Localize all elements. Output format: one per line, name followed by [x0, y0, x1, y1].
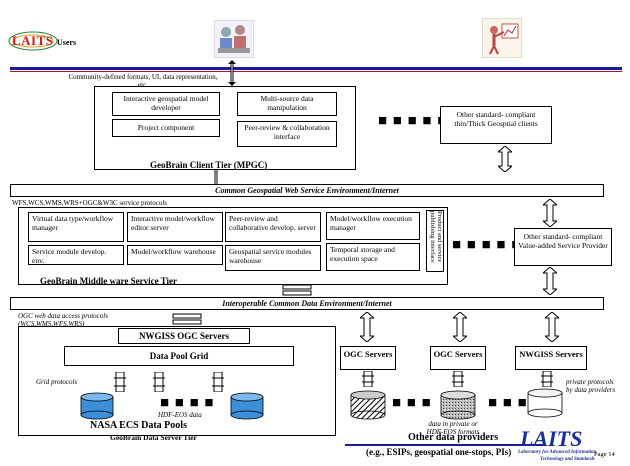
- mw-cell-peer-review: Peer-review and collaborative develop. s…: [225, 212, 321, 242]
- mw-cell-geo-modules: Geospatial service modules warehouse: [225, 245, 321, 271]
- ogc-servers-box-1: OGC Servers: [340, 346, 396, 370]
- provider-ellipsis: ■ ■ ■: [392, 395, 432, 411]
- logo-graphic: [8, 31, 58, 51]
- mw-cell-publishing: Product and service publishing interface: [426, 210, 444, 272]
- top-red-line: [10, 71, 622, 72]
- client-cell-multisource: Multi-source data manipulation: [237, 92, 337, 116]
- mw-cell-execution-manager: Model/workflow execution manager: [326, 212, 420, 240]
- client-cell-peer-review: Peer-review & collaboration interface: [237, 121, 337, 147]
- data-server-tier-title: GeoBrain Data Server Tier: [110, 433, 197, 442]
- other-value-added-box: Other standard- compliant Value-added Se…: [514, 228, 612, 266]
- grid-protocols-label: Grid protocols: [36, 378, 78, 386]
- mw-cell-service-env: Service module develop. env.: [28, 245, 124, 265]
- providers-examples-label: (e.g., ESIPs, geospatial one-stops, PIs): [366, 447, 512, 457]
- cgwse-bar: Common Geospatial Web Service Environmen…: [10, 184, 604, 197]
- nwgiss-servers-box: NWGISS Servers: [515, 346, 587, 370]
- presenter-clipart-icon: [481, 17, 523, 59]
- mw-cell-virtual-data: Virtual data type/workflow manager: [28, 212, 124, 242]
- provider-cylinder-1: [350, 390, 386, 420]
- other-providers-label: Other data providers: [408, 432, 499, 443]
- users-client-arrow: [228, 60, 236, 86]
- data-private-formats-label: data in private or HDF-EOS formats: [426, 420, 480, 436]
- data-pool-cylinder-1: [80, 392, 114, 420]
- middleware-ellipsis: ■ ■ ■ ■ ■: [452, 237, 522, 253]
- pool-ellipsis: ■ ■ ■ ■: [160, 395, 215, 411]
- private-protocols-label: private protocols by data providers: [566, 378, 616, 394]
- footer-brand: LAITS: [520, 426, 583, 451]
- community-formats-text: Community-defined formats, UI, data repr…: [68, 73, 218, 89]
- mw-cell-warehouse: Model/workflow warehouse: [127, 245, 223, 265]
- users-label: Users: [57, 38, 77, 47]
- client-bar-arrow: [212, 170, 220, 184]
- provider-cylinder-2: [440, 390, 476, 420]
- client-ellipsis: ■ ■ ■ ■ ■: [378, 113, 448, 129]
- data-pool-grid-box: Data Pool Grid: [64, 346, 294, 366]
- icde-bar: Interoperable Common Data Environment/In…: [10, 297, 604, 310]
- client-cell-project-component: Project component: [112, 119, 220, 137]
- provider-connector-1: [362, 370, 374, 388]
- middleware-bar-arrow: [282, 283, 312, 297]
- ogc-access-label: OGC web data access protocols (WCS,WMS,W…: [18, 312, 108, 328]
- grid-connector-1: [114, 371, 126, 393]
- mw-cell-model-editor: Interactive model/workflow editor server: [127, 212, 223, 242]
- data-server-arrow: [172, 312, 202, 326]
- value-added-down-arrow: [541, 266, 559, 296]
- users-clipart-icon: [213, 19, 255, 59]
- provider-ellipsis-2: ■ ■ ■: [488, 395, 528, 411]
- nasa-ecs-pools-label: NASA ECS Data Pools: [90, 420, 187, 431]
- client-tier-title: GeoBrain Client Tier (MPGC): [150, 160, 268, 170]
- value-added-up-arrow: [541, 198, 559, 228]
- wfs-protocols-label: WFS,WCS,WMS,WRS+OGC&W3C service protocol…: [12, 199, 168, 207]
- data-pool-cylinder-2: [230, 392, 264, 420]
- data-server-tier-box: [18, 326, 336, 436]
- publishing-vertical-text: Product and service publishing interface: [429, 211, 443, 263]
- footer-sub2: Technology and Standards: [540, 457, 595, 462]
- provider-connector-2: [452, 370, 464, 388]
- provider-arrow-2: [451, 311, 469, 343]
- client-cell-model-developer: Interactive geospatial model developer: [112, 92, 220, 116]
- grid-connector-2: [153, 371, 165, 393]
- hdf-eos-label: HDF-EOS data: [158, 411, 202, 419]
- grid-connector-3: [212, 371, 224, 393]
- other-client-arrow: [496, 145, 514, 173]
- other-clients-box: Other standard- compliant thin/Thick Geo…: [440, 106, 552, 144]
- middleware-title: GeoBrain Middle ware Service Tier: [40, 276, 177, 286]
- footer-sub1: Laboratory for Advanced Information: [518, 450, 597, 455]
- provider-arrow-3: [543, 311, 561, 343]
- provider-cylinder-3: [527, 388, 563, 418]
- mw-cell-temporal-storage: Temporal storage and execution space: [326, 243, 420, 271]
- ogc-servers-box-2: OGC Servers: [430, 346, 486, 370]
- provider-arrow-1: [358, 311, 376, 343]
- page-number: Page 14: [594, 451, 615, 458]
- provider-connector-3: [541, 370, 553, 388]
- laits-logo: LAITS: [8, 30, 58, 52]
- footer-line: [345, 444, 545, 446]
- logo-text: LAITS: [12, 33, 54, 48]
- top-blue-line: [10, 67, 622, 70]
- nwgiss-ogc-servers-box: NWGISS OGC Servers: [118, 328, 250, 344]
